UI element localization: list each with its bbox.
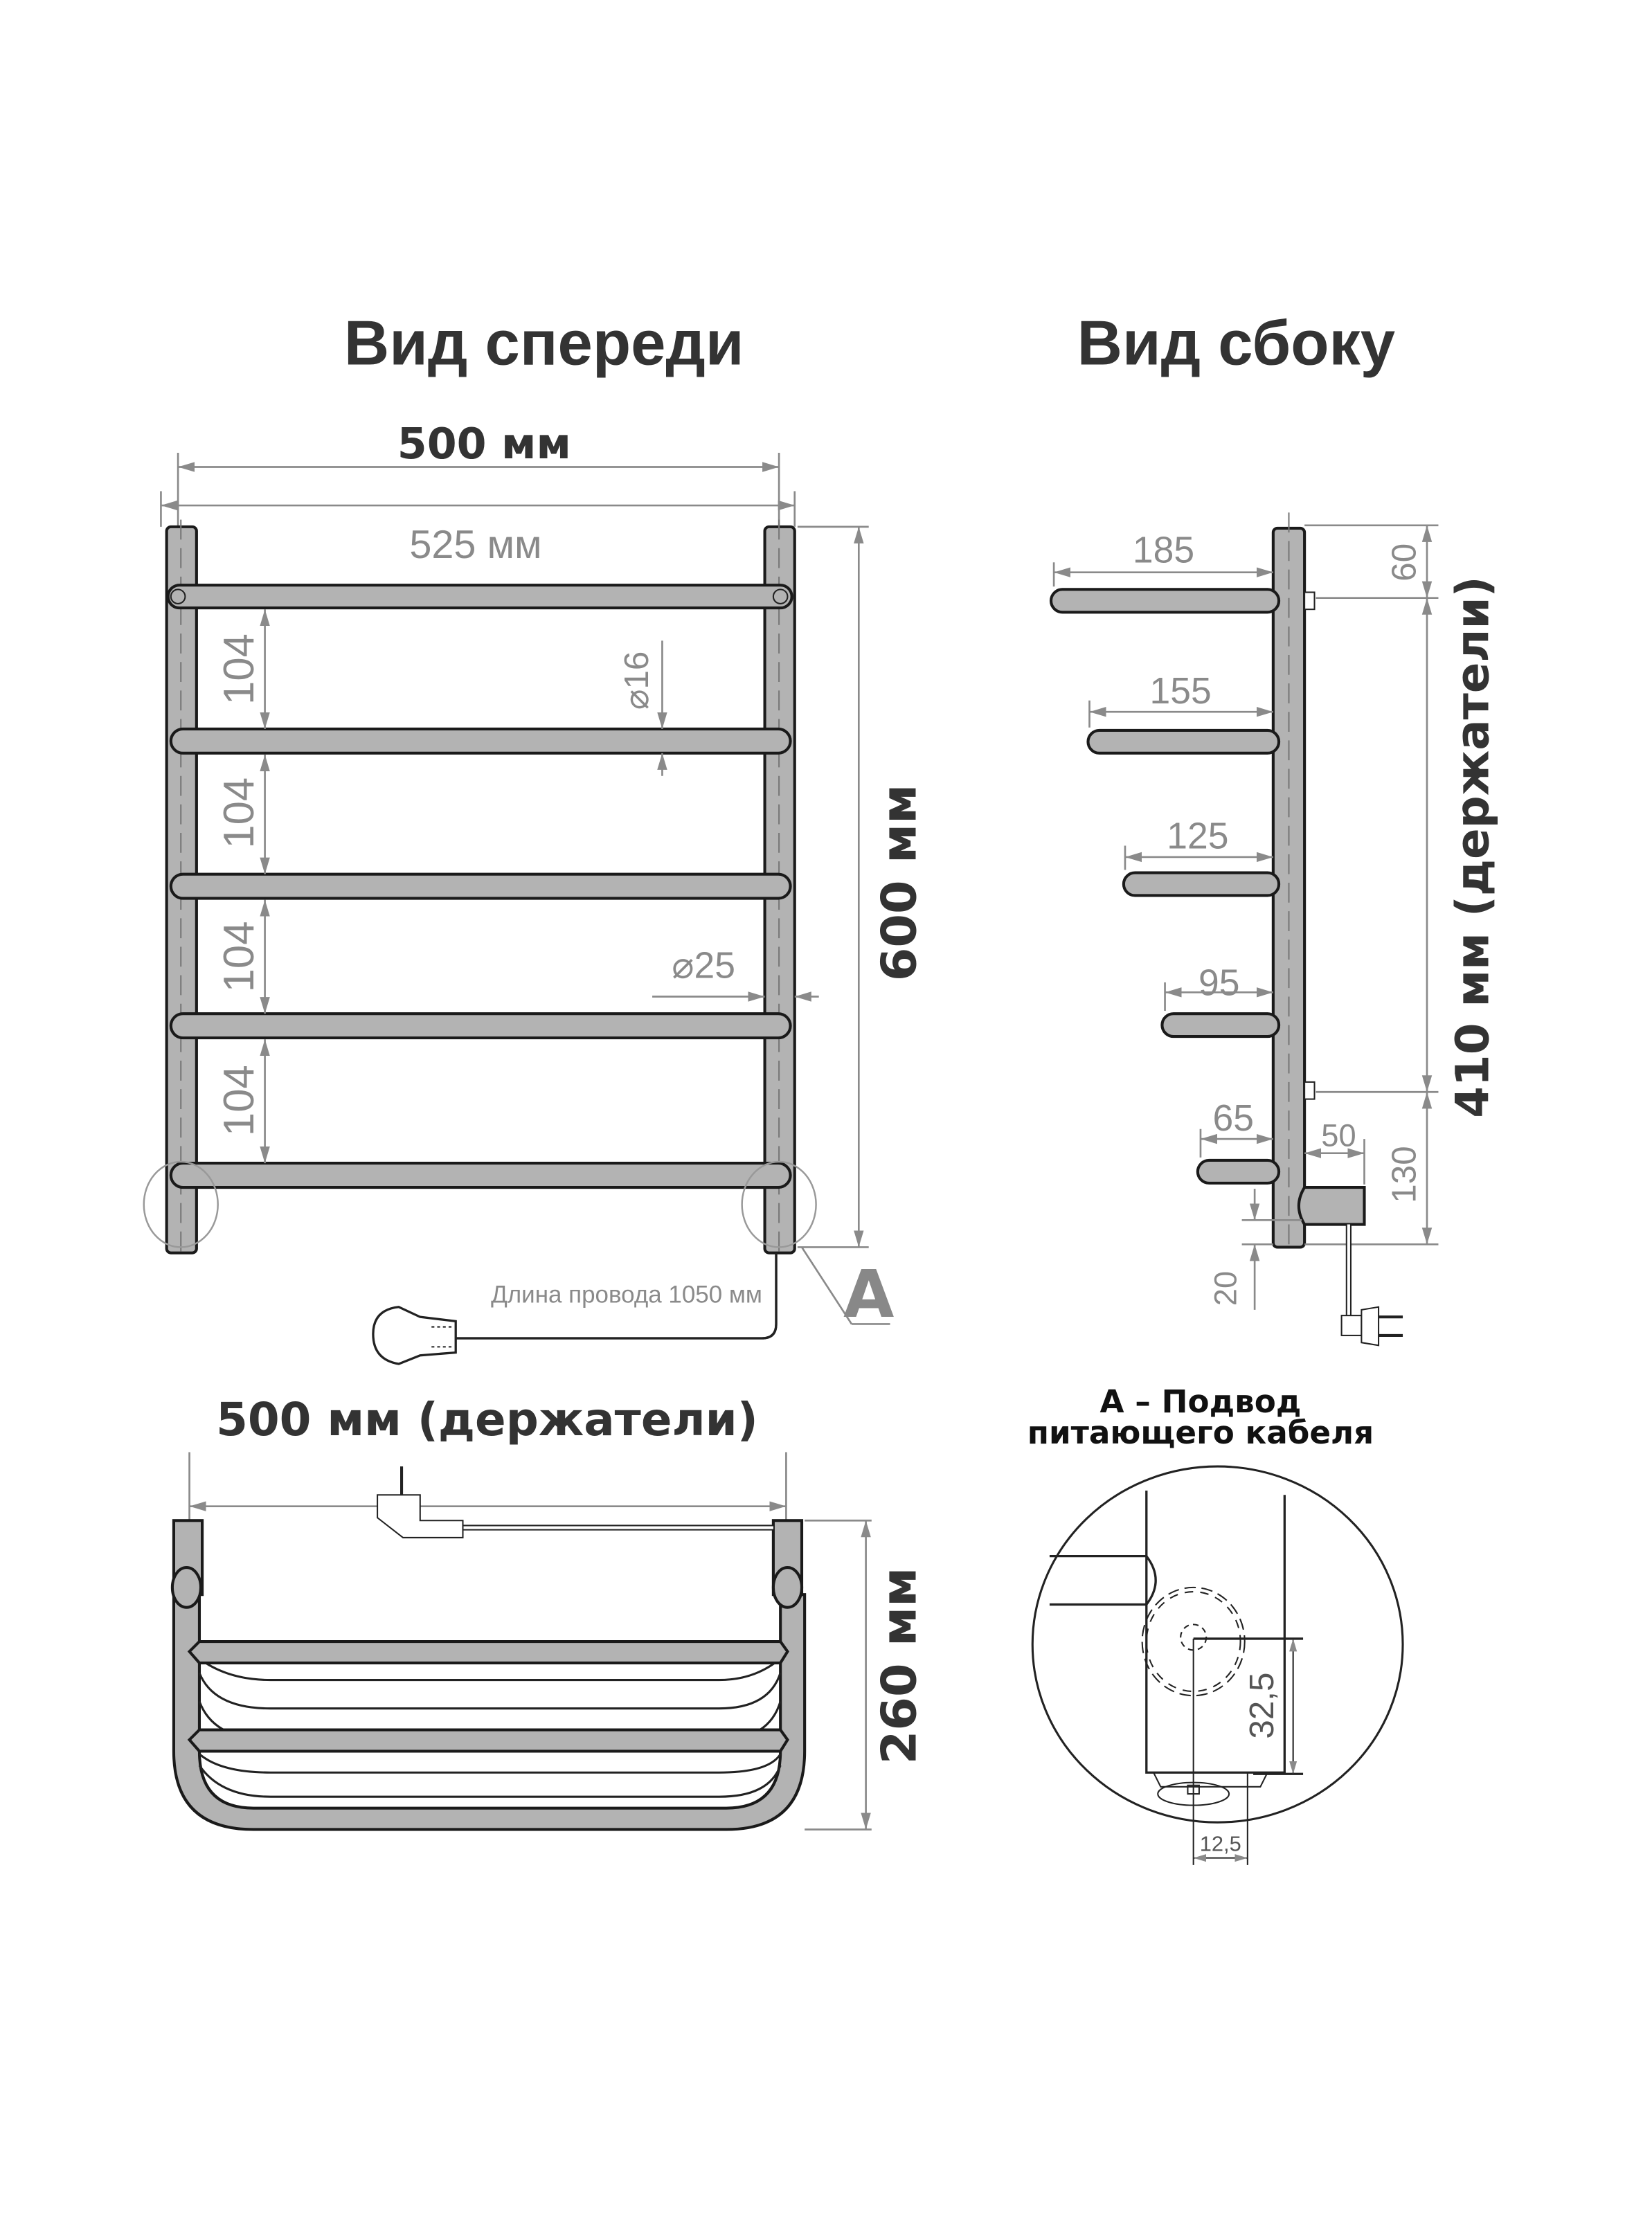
- rail-2: [169, 727, 792, 755]
- rail-spacing-4: 104: [215, 1065, 263, 1136]
- front-view-title: Вид спереди: [344, 308, 744, 378]
- detail-a: A – Подвод питающего кабеля 32,5 12,5: [1027, 1383, 1404, 1865]
- pipe-diameter-label: ⌀25: [672, 946, 735, 987]
- depth-185: 185: [1133, 530, 1194, 570]
- cable-outlet: [1297, 1185, 1366, 1226]
- rail-1: [166, 584, 793, 610]
- side-view-title: Вид сбоку: [1077, 308, 1396, 378]
- side-rail-95: [1160, 1012, 1281, 1038]
- holders-width-label: 500 мм (держатели): [216, 1393, 758, 1446]
- side-rail-65: [1196, 1158, 1281, 1185]
- side-rail-185: [1049, 588, 1281, 614]
- top-offset-label: 60: [1385, 543, 1424, 582]
- rail-diameter-label: ⌀16: [618, 651, 656, 710]
- front-view: Вид спереди 500 мм 525 мм 104 104 104 10…: [143, 308, 928, 1365]
- side-rail-155: [1086, 728, 1281, 755]
- vertical-offset-label: 32,5: [1243, 1673, 1281, 1739]
- rail-spacing-3: 104: [215, 921, 263, 992]
- bottom-offset-label: 130: [1385, 1146, 1424, 1203]
- rail-spacing-1: 104: [215, 633, 263, 705]
- detail-circle: [1031, 1465, 1404, 1824]
- detail-a-title-line1: A – Подвод: [1100, 1383, 1302, 1420]
- side-view: Вид сбоку 185 155 125 95 65 50: [1049, 308, 1499, 1347]
- outlet-offset-label: 20: [1207, 1271, 1243, 1306]
- rail-3: [169, 872, 792, 900]
- depth-label: 260 мм: [872, 1567, 928, 1765]
- side-plug-icon: [1340, 1306, 1403, 1347]
- detail-a-title-line2: питающего кабеля: [1027, 1414, 1374, 1451]
- depth-125: 125: [1167, 816, 1228, 857]
- detail-marker-a: A: [843, 1257, 894, 1333]
- depth-155: 155: [1150, 671, 1212, 712]
- rail-5: [169, 1162, 792, 1189]
- front-width-total-label: 525 мм: [409, 523, 541, 567]
- horizontal-offset-label: 12,5: [1200, 1831, 1241, 1855]
- top-view: 500 мм (держатели) 260 м: [170, 1393, 928, 1831]
- depth-65: 65: [1213, 1098, 1254, 1139]
- cable-length-label: Длина провода 1050 мм: [491, 1282, 762, 1309]
- top-frame: [172, 1593, 807, 1831]
- outlet-depth-label: 50: [1321, 1117, 1356, 1153]
- side-rail-125: [1122, 871, 1281, 897]
- depth-95: 95: [1198, 962, 1239, 1003]
- holders-height-label: 410 мм (держатели): [1446, 576, 1499, 1118]
- rail-4: [169, 1012, 792, 1040]
- top-plug-icon: [377, 1466, 464, 1538]
- front-height-label: 600 мм: [872, 784, 928, 982]
- front-width-outer-label: 500 мм: [397, 419, 571, 469]
- rail-spacing-2: 104: [215, 777, 263, 849]
- plug-icon: [372, 1306, 457, 1365]
